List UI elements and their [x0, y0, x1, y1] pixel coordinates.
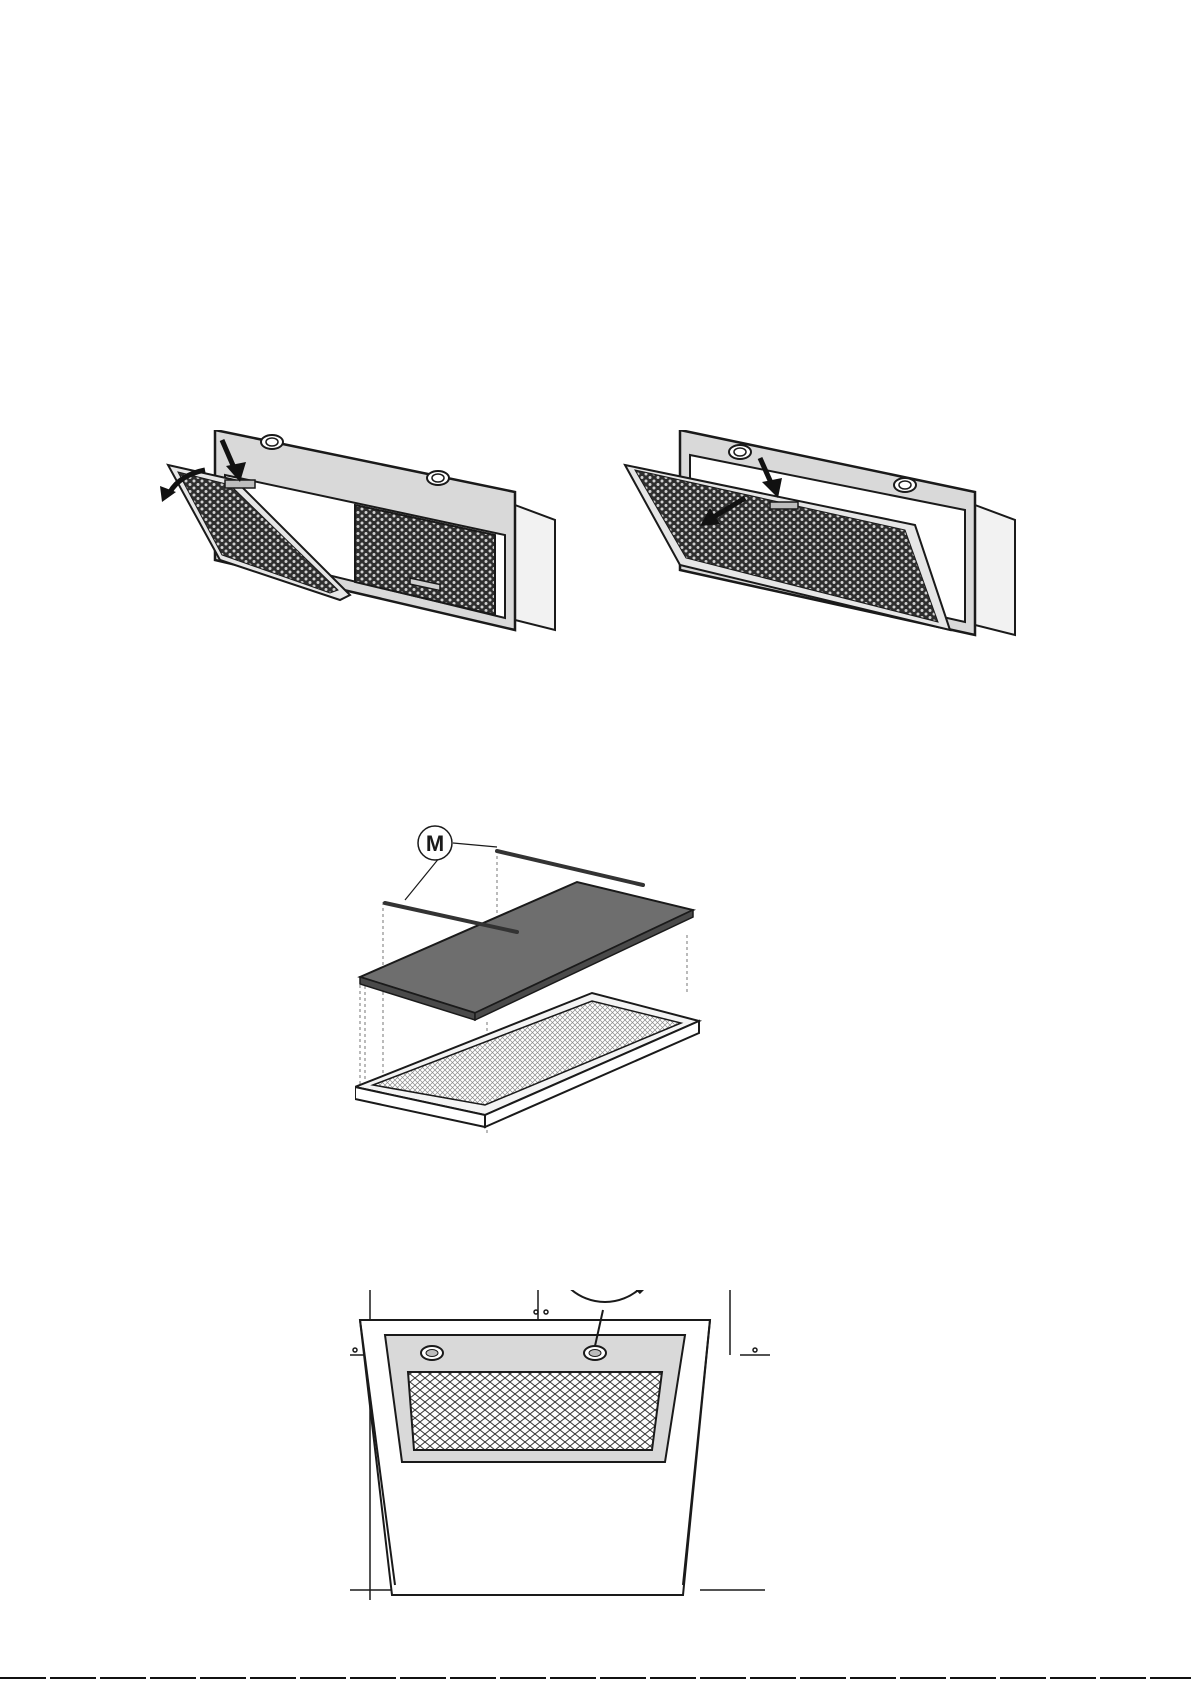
lamp-icon: [894, 478, 916, 492]
page-footer-rule: [0, 1677, 1191, 1679]
lamp-icon: [729, 445, 751, 459]
hood-unit-right: [625, 430, 1015, 635]
callout-m: M: [405, 826, 497, 900]
hood-unit-left: [160, 430, 555, 630]
lamp-replacement-figure: [350, 1290, 770, 1600]
carbon-filter-assembly-figure: M: [355, 825, 755, 1165]
carbon-filter-pad: [360, 882, 693, 1020]
hood-body: [360, 1320, 710, 1595]
grease-filter-removal-figure: [160, 430, 1100, 665]
callout-m-label: M: [426, 831, 444, 856]
grease-filter-frame: [355, 993, 699, 1127]
lamp-icon: [427, 471, 449, 485]
lamp-icon: [261, 435, 283, 449]
